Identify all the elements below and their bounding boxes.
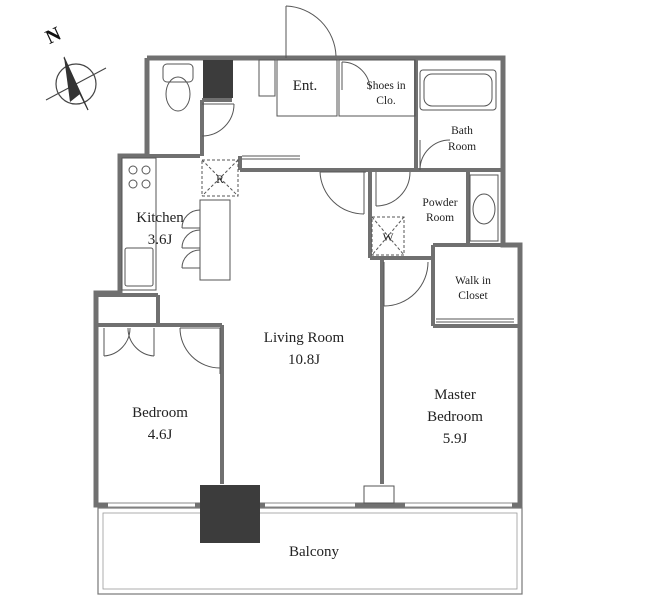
pillar	[200, 485, 260, 543]
powder-room-label-2: Room	[426, 212, 454, 224]
north-label: N	[42, 22, 65, 48]
compass-needle-icon	[64, 57, 80, 102]
washer-mark: W	[383, 232, 394, 244]
balcony	[97, 507, 523, 595]
living-room-label-1: Living Room	[264, 330, 345, 346]
master-bedroom-label-3: 5.9J	[443, 431, 468, 447]
refrigerator-mark: R	[216, 174, 224, 186]
living-room-label-2: 10.8J	[288, 352, 320, 368]
entrance-label: Ent.	[293, 78, 318, 94]
kitchen-label-1: Kitchen	[136, 210, 184, 226]
balcony-label: Balcony	[289, 544, 339, 560]
walk-in-closet-label-2: Closet	[458, 290, 488, 302]
master-bedroom-label-1: Master	[434, 387, 476, 403]
bath-room-label-2: Room	[448, 141, 476, 153]
walk-in-closet-label-1: Walk in	[455, 275, 491, 287]
bedroom-label-1: Bedroom	[132, 405, 188, 421]
powder-room-label-1: Powder	[422, 197, 457, 209]
kitchen-label-2: 3.6J	[148, 232, 173, 248]
master-bedroom-label-2: Bedroom	[427, 409, 483, 425]
shoes-closet-label-2: Clo.	[376, 95, 396, 107]
shoes-closet-label-1: Shoes in	[366, 80, 406, 92]
pillar	[203, 60, 233, 98]
bath-room-label-1: Bath	[451, 125, 473, 137]
bedroom-label-2: 4.6J	[148, 427, 173, 443]
interior-walls	[98, 60, 518, 484]
compass: N	[42, 22, 107, 111]
